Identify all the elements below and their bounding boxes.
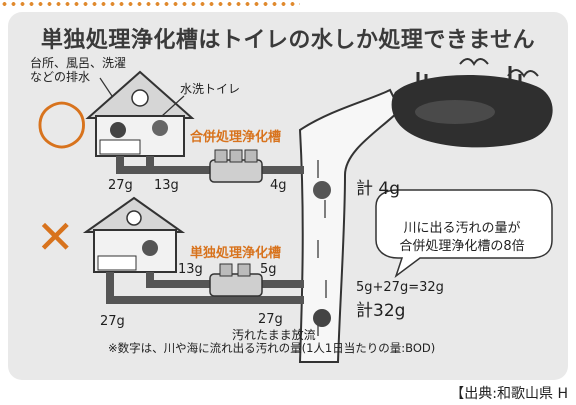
label-dirty-release: 汚れたまま放流	[232, 328, 316, 342]
source-citation: 【出典:和歌山県 H	[450, 386, 568, 402]
river-flow-marks	[317, 160, 327, 336]
value-top-13g: 13g	[154, 178, 179, 193]
good-circle-icon: ◯	[36, 94, 88, 148]
diagram-title: 単独処理浄化槽はトイレの水しか処理できません	[40, 28, 536, 53]
single-tank-icon	[209, 263, 263, 297]
house-bottom	[82, 196, 186, 273]
value-bottom-27g: 27g	[100, 314, 125, 329]
label-kitchen-bath-2: などの排水	[30, 70, 91, 84]
value-top-4g: 4g	[270, 178, 287, 193]
label-kitchen-bath: 台所、風呂、洗濯	[30, 56, 127, 70]
bubble-line-2: 合併処理浄化槽の8倍	[399, 239, 525, 254]
footnote: ※数字は、川や海に流れ出る汚れの量(1人1日当たりの量:BOD)	[108, 341, 436, 355]
pointer-line	[99, 77, 113, 97]
speech-bubble	[375, 189, 553, 279]
value-total-4g: 計 4g	[356, 179, 401, 199]
bird-icon	[507, 69, 539, 78]
combined-tank-icon	[209, 149, 263, 183]
river-figure-icon	[313, 309, 331, 327]
speech-bubble-text: 川に出る汚れの量が 合併処理浄化槽の8倍	[376, 220, 548, 256]
value-equation: 5g+27g=32g	[356, 280, 444, 295]
label-flush-toilet: 水洗トイレ	[180, 82, 241, 96]
bird-icon	[459, 58, 489, 66]
label-single-tank: 単独処理浄化槽	[190, 246, 282, 261]
river	[298, 88, 402, 363]
value-bottom-27g-2: 27g	[258, 312, 283, 327]
value-total-32g: 計32g	[356, 301, 406, 321]
value-top-27g: 27g	[108, 178, 133, 193]
value-mid-5g: 5g	[260, 262, 277, 277]
reeds	[416, 66, 522, 86]
pond-water	[415, 100, 495, 124]
bubble-line-1: 川に出る汚れの量が	[403, 221, 521, 236]
value-mid-13g: 13g	[178, 262, 203, 277]
pipe-bottom-toilet	[146, 272, 210, 288]
diagram-panel: 単独処理浄化槽はトイレの水しか処理できません	[8, 12, 568, 380]
label-combined-tank: 合併処理浄化槽	[190, 130, 282, 145]
pipe-bottom-untreated	[106, 272, 304, 304]
house-top	[85, 70, 195, 157]
pipe-top-left	[116, 156, 226, 174]
river-figure-icon	[313, 181, 331, 199]
decorative-dot-border	[0, 0, 300, 8]
pointer-line	[161, 95, 185, 117]
bad-cross-icon: ✕	[36, 210, 75, 264]
